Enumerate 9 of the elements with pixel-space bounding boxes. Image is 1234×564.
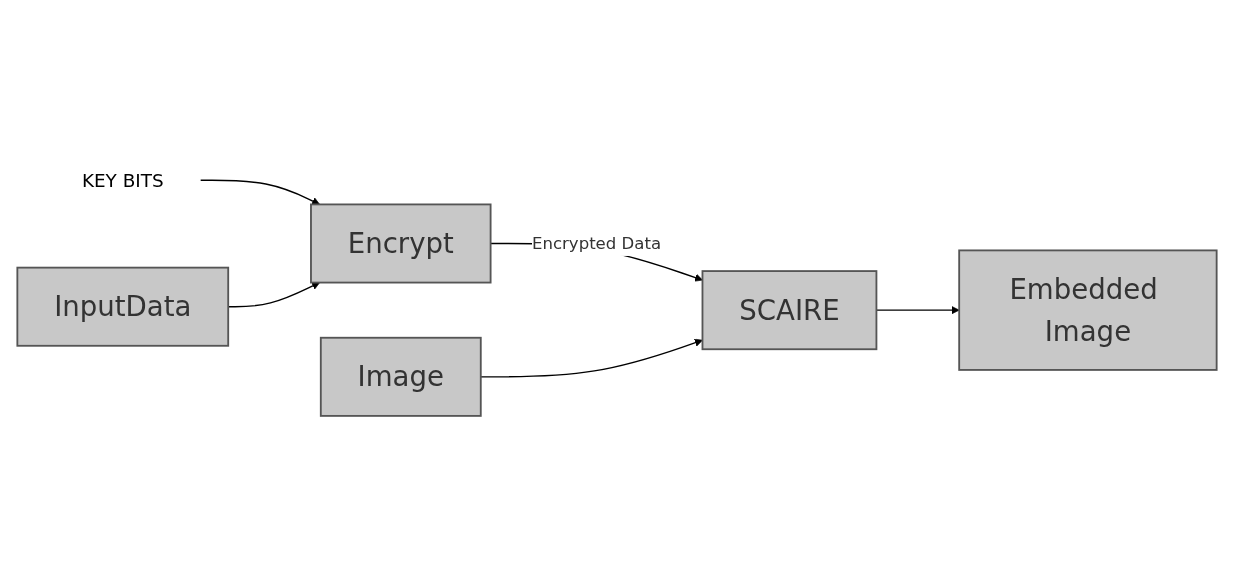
node-box: SCAIRE (701, 270, 878, 351)
node-box: Embedded Image (958, 249, 1218, 371)
arrow (480, 338, 703, 378)
edge-label: Encrypted Data (531, 233, 662, 254)
arrow (199, 179, 321, 205)
node-box: InputData (16, 266, 230, 347)
node-box: Image (319, 336, 482, 417)
node-text: KEY BITS (81, 169, 164, 192)
node-box: Encrypt (310, 203, 492, 284)
